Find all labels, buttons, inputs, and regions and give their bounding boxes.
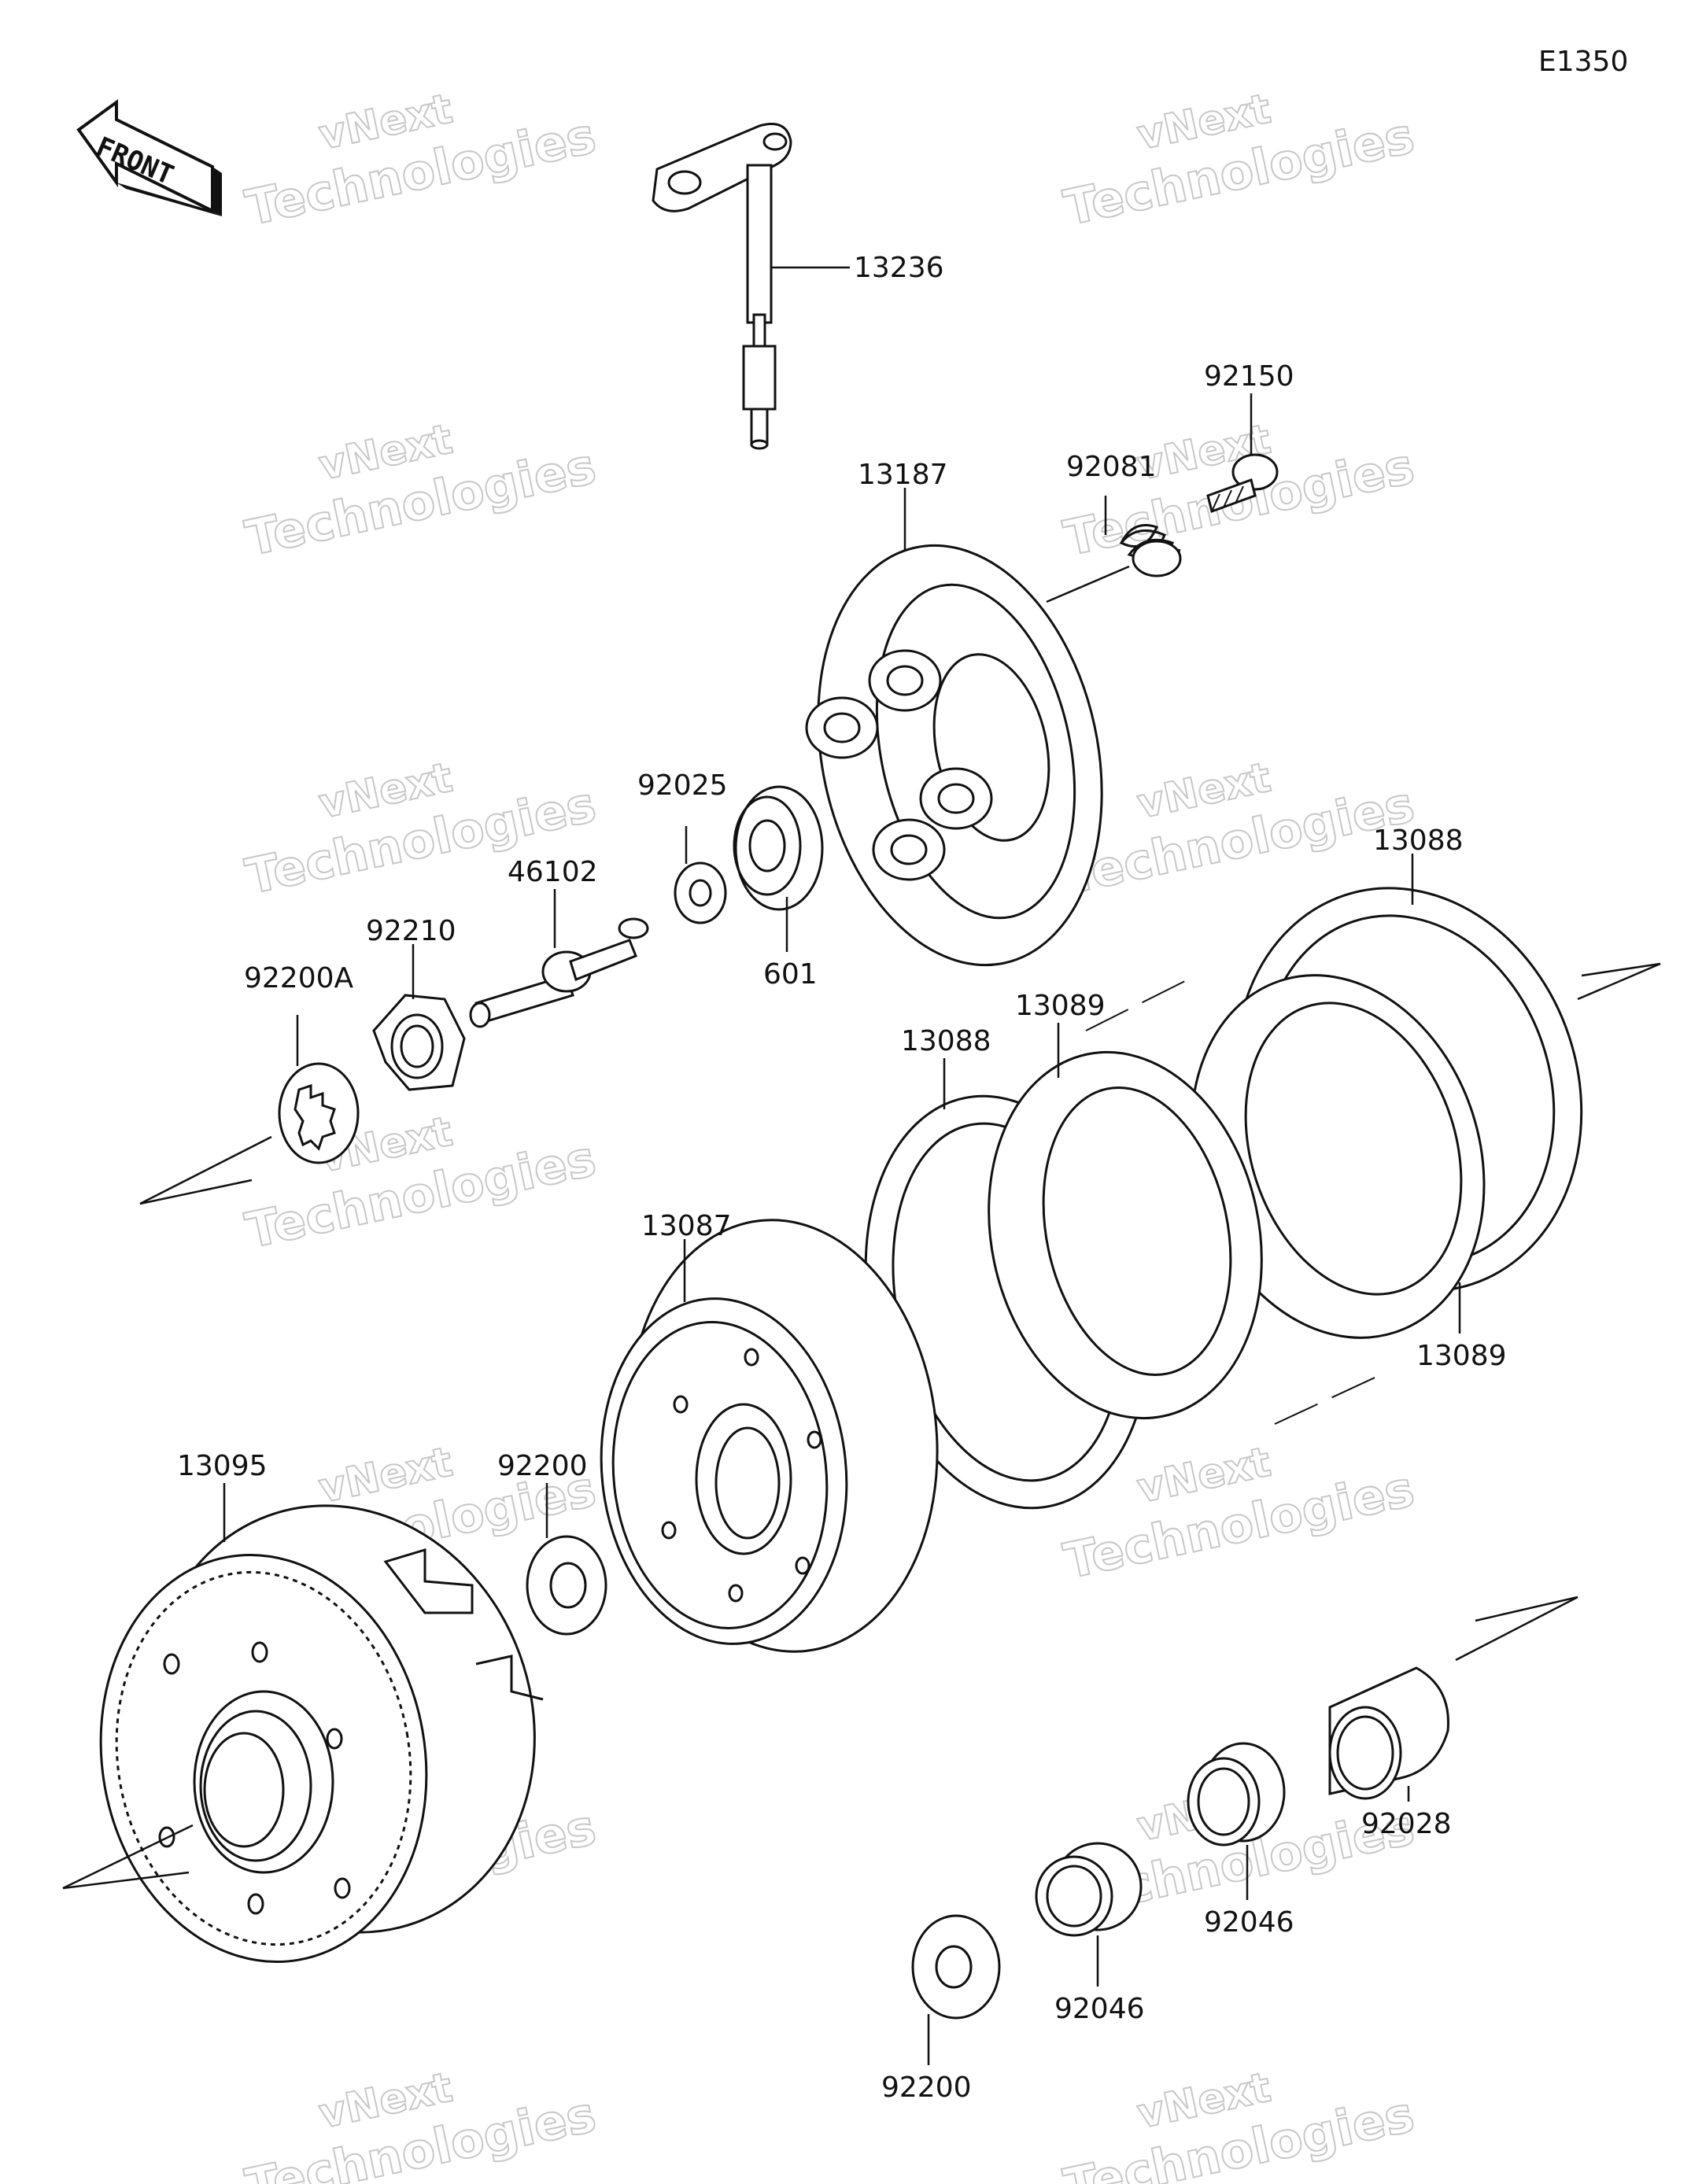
part-92081-spring[interactable] [1119, 524, 1182, 577]
part-92150-bolt[interactable] [1206, 453, 1279, 513]
part-label-13095[interactable]: 13095 [177, 1450, 268, 1482]
front-arrow-icon: FRONT [76, 99, 222, 216]
part-label-46102[interactable]: 46102 [508, 856, 598, 888]
part-92200-washer-lower[interactable] [911, 1914, 1001, 2020]
part-13087-clutch-hub[interactable] [585, 1205, 958, 1667]
part-label-92200-lower[interactable]: 92200 [881, 2071, 972, 2104]
part-13187-pressure-plate[interactable] [781, 519, 1139, 992]
part-label-13088-right[interactable]: 13088 [1373, 825, 1464, 857]
part-13089-steel-plate-right[interactable] [1146, 937, 1530, 1376]
part-13095-clutch-housing[interactable] [69, 1451, 594, 1987]
part-601-bearing[interactable] [733, 785, 824, 911]
part-46102-push-rod[interactable] [469, 917, 649, 1028]
part-92046-needle-bearing-upper[interactable] [1187, 1742, 1286, 1846]
part-label-13236[interactable]: 13236 [854, 252, 944, 284]
part-label-92210[interactable]: 92210 [366, 915, 456, 947]
part-label-13087[interactable]: 13087 [641, 1210, 732, 1242]
part-label-92046-upper[interactable]: 92046 [1204, 1906, 1294, 1939]
part-13089-steel-plate-left[interactable] [956, 1027, 1294, 1444]
part-label-92200A[interactable]: 92200A [244, 962, 354, 994]
part-label-13089-left[interactable]: 13089 [1015, 990, 1106, 1022]
part-label-13089-right[interactable]: 13089 [1416, 1340, 1507, 1372]
part-92028-sleeve[interactable] [1328, 1666, 1449, 1800]
part-92200-washer-upper[interactable] [526, 1535, 607, 1636]
part-92025-washer[interactable] [674, 861, 727, 924]
diagram-code: E1350 [1538, 46, 1628, 78]
part-label-601[interactable]: 601 [763, 958, 818, 991]
part-92200A-lock-washer[interactable] [278, 1062, 360, 1164]
part-92046-needle-bearing-lower[interactable] [1035, 1842, 1143, 1937]
part-13236-release-lever[interactable] [652, 123, 792, 450]
part-label-92025[interactable]: 92025 [637, 769, 728, 802]
part-92210-nut[interactable] [372, 994, 466, 1091]
part-label-92150[interactable]: 92150 [1204, 360, 1294, 393]
part-label-92200-upper[interactable]: 92200 [497, 1450, 588, 1482]
part-label-13187[interactable]: 13187 [858, 459, 948, 491]
part-label-92028[interactable]: 92028 [1361, 1808, 1452, 1840]
part-label-92081[interactable]: 92081 [1066, 451, 1157, 483]
part-label-13088-left[interactable]: 13088 [901, 1025, 991, 1057]
part-label-92046-lower[interactable]: 92046 [1054, 1993, 1145, 2025]
